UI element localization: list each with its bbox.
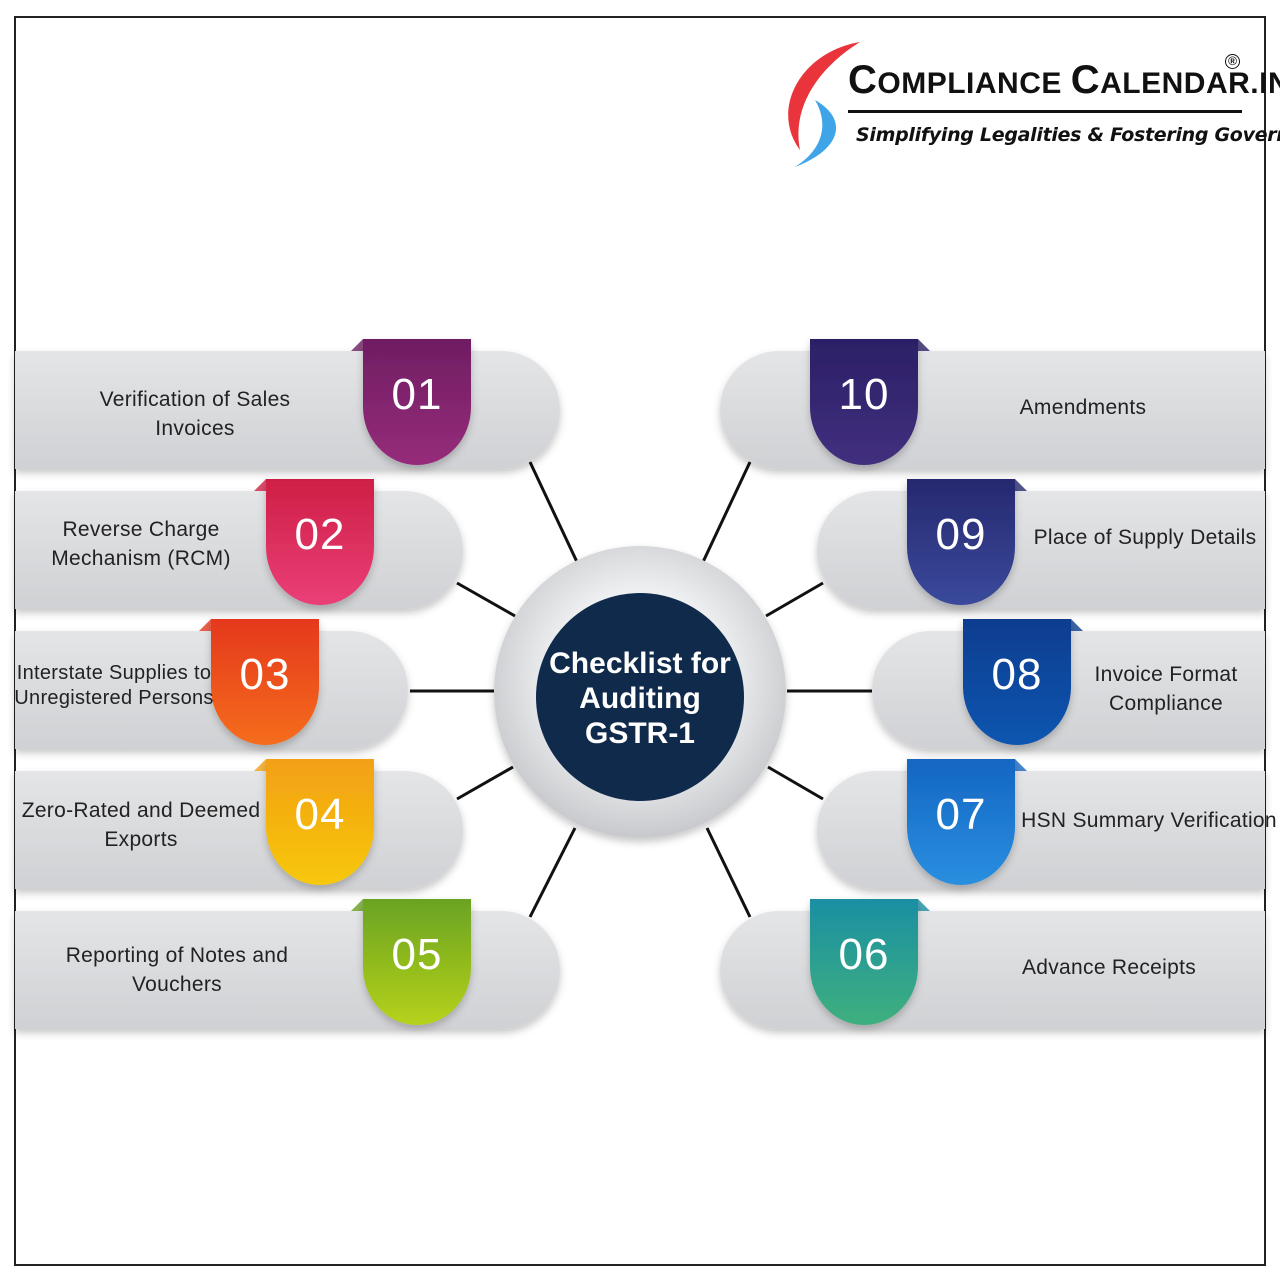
item-number-10: 10 [839,370,890,419]
connector-line-10 [701,461,752,563]
item-number-06: 06 [839,930,890,979]
registered-mark: ® [1225,54,1240,69]
item-number-04: 04 [295,790,346,839]
tab-fold-10 [918,339,930,351]
item-number-tab-08 [963,619,1071,745]
item-number-02: 02 [295,510,346,559]
tab-fold-01 [351,339,363,351]
item-number-05: 05 [392,930,443,979]
item-number-tab-09 [907,479,1015,605]
connector-line-01 [528,461,579,563]
item-label-05: Reporting of Notes and Vouchers [65,944,289,996]
tab-fold-02 [254,479,266,491]
item-number-tab-04 [266,759,374,885]
item-number-tab-01 [363,339,471,465]
item-label-10: Amendments [1019,396,1147,419]
hub-circle [536,593,744,801]
item-label-09: Place of Supply Details [1033,526,1257,549]
item-number-tab-02 [266,479,374,605]
connector-line-04 [456,765,514,801]
brand-name: COMPLIANCE CALENDAR.IN [848,58,1280,102]
item-label-06: Advance Receipts [1021,956,1197,979]
logo-divider [848,110,1242,113]
connector-line-06 [705,827,752,918]
item-label-04: Zero-Rated and Deemed Exports [21,799,261,851]
item-label-01: Verification of Sales Invoices [99,388,291,440]
tab-fold-05 [351,899,363,911]
item-number-tab-07 [907,759,1015,885]
tab-fold-03 [199,619,211,631]
connector-line-07 [767,765,824,801]
item-number-03: 03 [240,650,291,699]
connector-lines [410,461,872,918]
tab-fold-04 [254,759,266,771]
item-number-tab-06 [810,899,918,1025]
item-number-08: 08 [992,650,1043,699]
logo-swoosh-blue [795,100,837,167]
item-number-tab-03 [211,619,319,745]
tab-fold-07 [1015,759,1027,771]
item-label-03: Interstate Supplies to Unregistered Pers… [14,662,214,709]
tab-fold-06 [918,899,930,911]
item-number-01: 01 [392,370,443,419]
checklist-items: 01 02 03 04 05 06 07 08 09 10 [15,339,1265,1029]
item-number-tab-10 [810,339,918,465]
connector-line-02 [456,581,516,618]
connector-line-09 [765,581,824,618]
item-number-tab-05 [363,899,471,1025]
item-number-09: 09 [936,510,987,559]
item-label-07: HSN Summary Verification [1021,809,1277,832]
item-label-08: Invoice Format Compliance [1094,663,1238,715]
item-label-02: Reverse Charge Mechanism (RCM) [51,518,231,570]
tab-fold-09 [1015,479,1027,491]
tab-fold-08 [1071,619,1083,631]
logo-swoosh-red [788,42,860,150]
item-number-07: 07 [936,790,987,839]
connector-line-05 [528,827,577,918]
brand-tagline: Simplifying Legalities & Fostering Gover… [856,124,1280,146]
hub-title: Checklist for Auditing GSTR-1 [549,647,731,750]
